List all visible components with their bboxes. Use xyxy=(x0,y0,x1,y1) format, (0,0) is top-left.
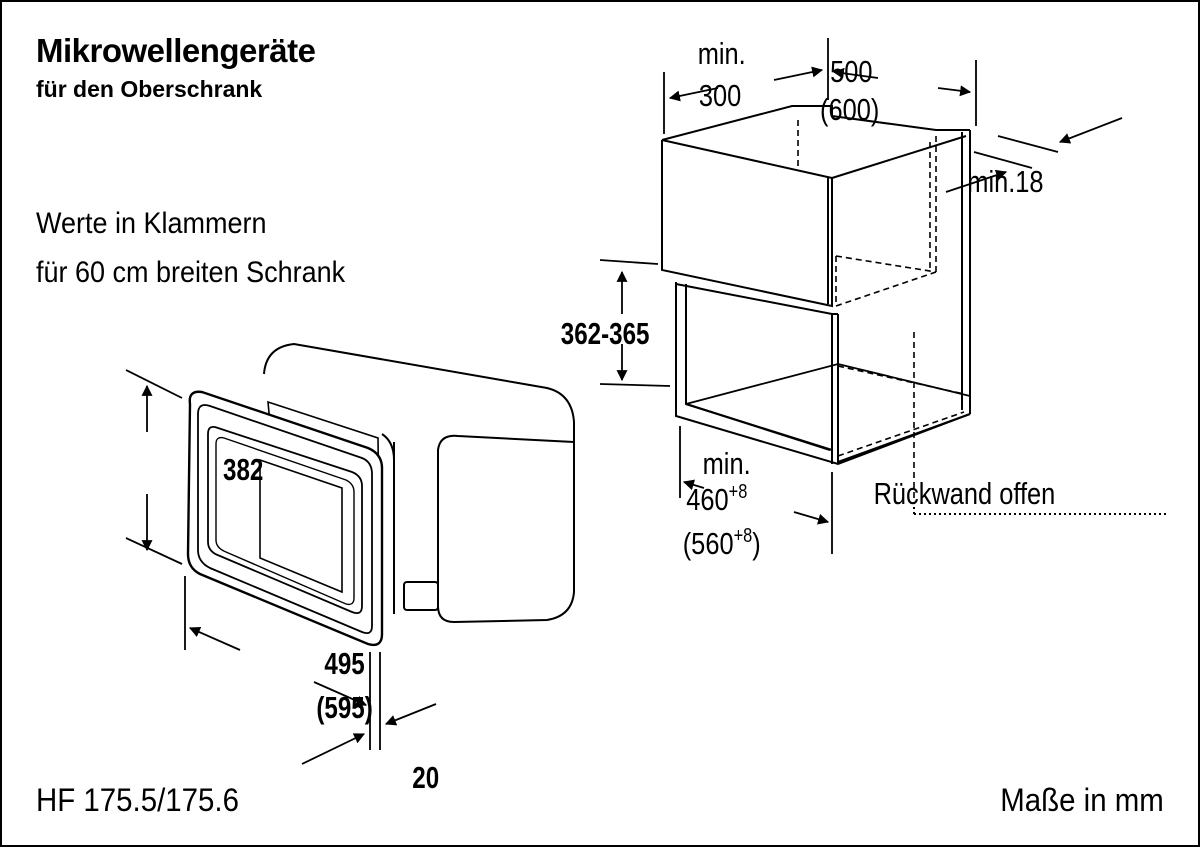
dim-opening-min-label: min. xyxy=(703,447,751,482)
microwave-dimensions xyxy=(125,369,437,765)
wall-cabinet xyxy=(661,105,971,466)
cabinet-dimensions xyxy=(599,38,1123,554)
note-line-2: für 60 cm breiten Schrank xyxy=(36,256,346,289)
dimension-labels: 382 495 (595) 20 min. 300 500 (600) min.… xyxy=(223,37,1055,795)
microwave-appliance xyxy=(186,342,575,647)
model-number: HF 175.5/175.6 xyxy=(36,782,239,818)
dim-height: 382 xyxy=(223,452,263,487)
dim-top-depth-alt: (600) xyxy=(820,93,879,128)
back-open-leader xyxy=(913,502,1166,515)
dim-opening-width-alt: (560+8) xyxy=(683,523,761,561)
dim-top-min-label: min. xyxy=(698,37,746,72)
note-line-1: Werte in Klammern xyxy=(36,207,267,240)
back-open-label: Rückwand offen xyxy=(874,477,1056,512)
dim-top-min-value: 300 xyxy=(699,79,741,114)
units-note: Maße in mm xyxy=(1000,782,1164,818)
dim-width-alt: (595) xyxy=(316,690,372,725)
page-subtitle: für den Oberschrank xyxy=(36,76,263,102)
dim-opening-height: 362-365 xyxy=(561,316,650,351)
dim-opening-width: 460+8 xyxy=(686,479,747,517)
page-title: Mikrowellengeräte xyxy=(36,32,316,69)
dim-width: 495 xyxy=(324,646,364,681)
dim-top-depth: 500 xyxy=(830,55,872,90)
dim-frame-depth: 20 xyxy=(412,760,439,795)
cabinet-hidden-lines xyxy=(797,120,965,502)
dim-wall-min: min.18 xyxy=(967,165,1043,200)
